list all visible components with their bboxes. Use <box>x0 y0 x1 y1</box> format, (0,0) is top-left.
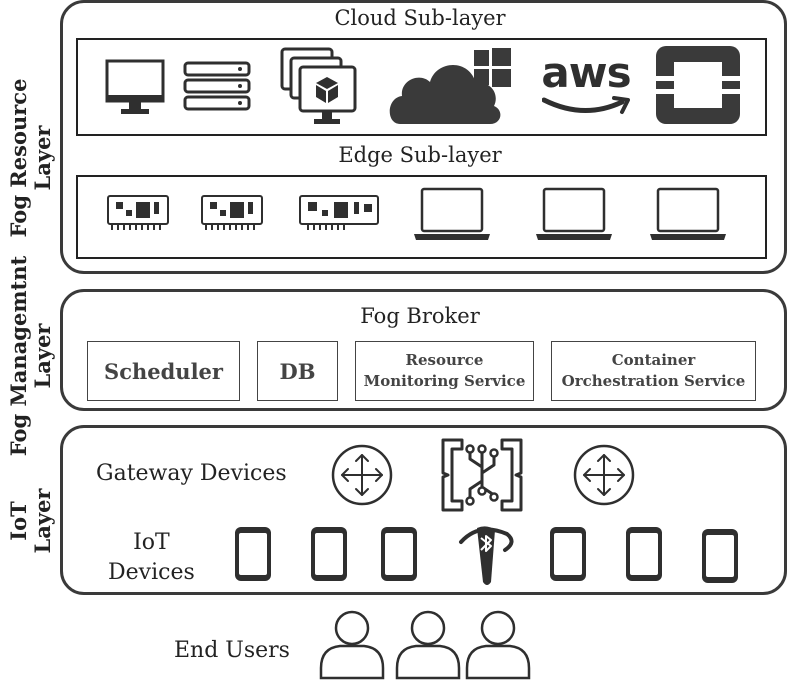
user-icon <box>395 610 461 680</box>
cloud-sublayer-box <box>76 38 767 136</box>
cloud-windows-icon <box>389 48 511 124</box>
laptop-icon <box>414 187 490 240</box>
smartphone-icon <box>626 527 662 581</box>
smartphone-icon <box>702 529 738 583</box>
fog-broker-title: Fog Broker <box>360 304 480 328</box>
edge-sublayer-box <box>76 175 767 259</box>
scheduler-box: Scheduler <box>87 341 240 401</box>
iot-devices-label: IoT Devices <box>108 530 195 585</box>
db-box: DB <box>257 341 338 401</box>
iot-hub-icon <box>441 438 523 512</box>
iot-layer <box>60 425 787 595</box>
aws-logo: aws <box>538 48 634 120</box>
monitor-icon <box>105 59 165 114</box>
fog-management-layer-label: Fog Managemtnt Layer <box>6 255 55 457</box>
bluetooth-headset-icon <box>459 526 514 585</box>
circuit-board-icon <box>201 195 263 230</box>
fog-resource-layer <box>60 0 787 274</box>
openstack-logo <box>656 46 740 124</box>
edge-sublayer-title: Edge Sub-layer <box>338 143 502 167</box>
smartphone-icon <box>381 527 417 581</box>
user-icon <box>465 610 531 680</box>
gateway-devices-label: Gateway Devices <box>96 461 287 486</box>
user-icon <box>319 610 385 680</box>
router-icon <box>331 444 393 506</box>
laptop-icon <box>536 187 612 240</box>
fog-resource-layer-label: Fog Resource Layer <box>6 78 55 238</box>
iot-layer-label: IoT Layer <box>6 488 55 554</box>
smartphone-icon <box>550 527 586 581</box>
circuit-board-icon <box>299 195 379 230</box>
container-orchestration-service-box: Container Orchestration Service <box>551 341 756 401</box>
laptop-icon <box>650 187 726 240</box>
circuit-board-icon <box>107 195 169 230</box>
cloud-sublayer-title: Cloud Sub-layer <box>334 6 506 30</box>
resource-monitoring-service-box: Resource Monitoring Service <box>355 341 534 401</box>
fog-management-layer <box>60 289 787 411</box>
smartphone-icon <box>235 527 271 581</box>
server-rack-icon <box>183 61 251 111</box>
smartphone-icon <box>311 527 347 581</box>
virtual-machines-icon <box>280 47 357 124</box>
router-icon <box>573 444 635 506</box>
end-users-label: End Users <box>174 638 290 663</box>
